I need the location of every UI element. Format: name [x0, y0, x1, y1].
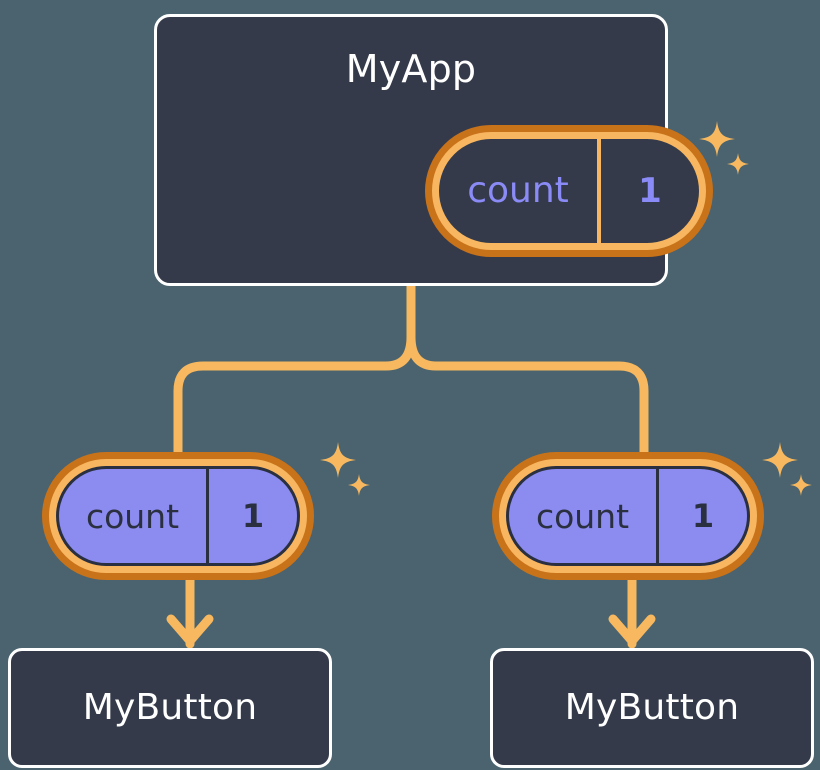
sparkle-icon: [762, 442, 812, 496]
arrow-left-head: [166, 614, 214, 646]
component-card-myapp[interactable]: MyApp count 1: [154, 14, 749, 286]
state-key-label: count: [85, 496, 180, 536]
state-pill-ring: count 1: [425, 125, 713, 257]
arrow-right-head: [608, 614, 656, 646]
state-pill-ring: count 1: [492, 452, 764, 580]
connector-branch-right: [406, 332, 649, 457]
state-pill-ring: count 1: [42, 452, 314, 580]
state-pill-body: count 1: [56, 466, 300, 566]
component-title-mybutton: MyButton: [82, 687, 258, 728]
sparkle-icon: [320, 442, 370, 496]
component-card-mybutton-right[interactable]: MyButton: [490, 648, 814, 768]
state-pill-body: count 1: [506, 466, 750, 566]
state-value-label: 1: [597, 139, 699, 243]
component-card-mybutton-left[interactable]: MyButton: [8, 648, 332, 768]
state-pill-body: count 1: [439, 139, 699, 243]
state-value-label: 1: [656, 469, 747, 563]
component-title-myapp: MyApp: [345, 47, 477, 91]
state-pill-child-right[interactable]: count 1: [492, 452, 764, 580]
state-pill-child-left[interactable]: count 1: [42, 452, 314, 580]
state-key-label: count: [535, 496, 630, 536]
state-key-label: count: [467, 170, 569, 211]
connector-branch-left: [173, 332, 416, 457]
component-title-mybutton: MyButton: [564, 687, 740, 728]
state-pill-myapp[interactable]: count 1: [425, 125, 713, 257]
state-value-label: 1: [206, 469, 297, 563]
